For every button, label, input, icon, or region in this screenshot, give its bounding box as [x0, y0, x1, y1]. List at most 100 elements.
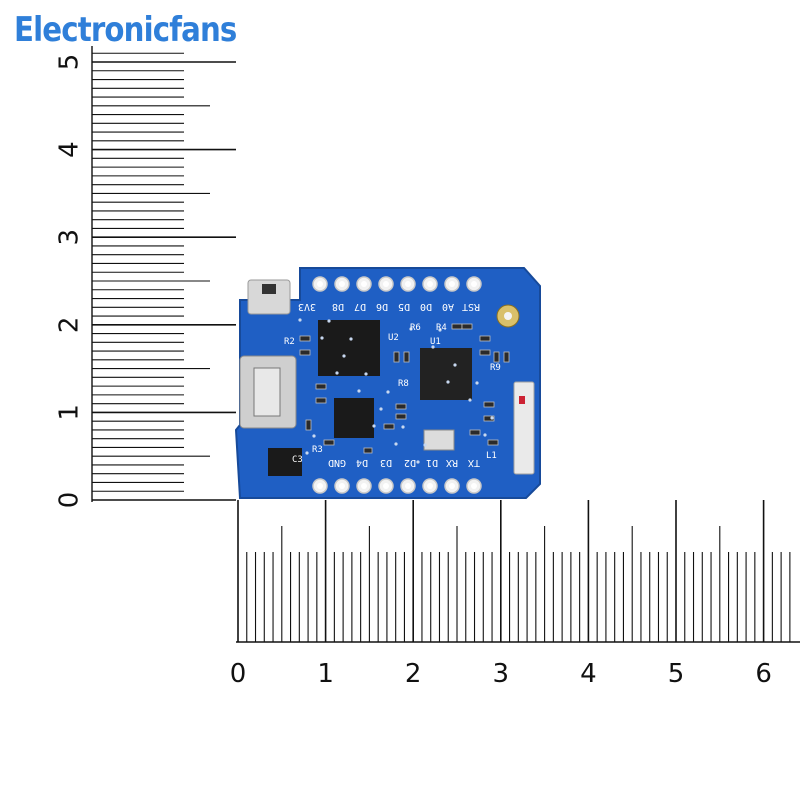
pin-label-d1: D1	[426, 457, 438, 468]
silk-u2: U2	[388, 333, 399, 343]
via	[446, 380, 450, 384]
pin-hole-center	[471, 483, 477, 489]
silk-r6: R6	[410, 323, 421, 333]
reset-button-knob	[262, 284, 276, 294]
smd-part	[393, 351, 400, 363]
via	[357, 389, 361, 393]
smd-part	[469, 429, 481, 436]
silk-l1: L1	[486, 451, 497, 461]
smd-part	[479, 335, 491, 342]
via	[438, 328, 442, 332]
via	[305, 451, 309, 455]
smd-part	[299, 335, 311, 342]
smd-part	[315, 397, 327, 404]
via	[342, 354, 346, 358]
smd-part	[299, 349, 311, 356]
via	[409, 327, 413, 331]
via	[423, 443, 427, 447]
pin-hole-center	[383, 281, 389, 287]
via	[298, 318, 302, 322]
horizontal-ruler-label: 6	[755, 659, 772, 689]
flash-chip	[318, 320, 380, 376]
pin-label-3v3: 3V3	[298, 301, 316, 312]
smd-part	[315, 383, 327, 390]
smd-part	[395, 413, 407, 420]
ceramic-antenna	[513, 381, 535, 475]
via	[335, 371, 339, 375]
smd-part	[323, 439, 335, 446]
pin-hole-center	[361, 281, 367, 287]
pin-hole-center	[449, 483, 455, 489]
horizontal-ruler-label: 2	[405, 659, 422, 689]
usb-serial-chip	[334, 398, 374, 438]
via	[379, 407, 383, 411]
pin-label-a0: A0	[442, 301, 454, 312]
via	[490, 416, 494, 420]
via	[483, 433, 487, 437]
vertical-ruler-label: 2	[55, 317, 85, 334]
smd-part	[363, 447, 373, 454]
smd-part	[395, 403, 407, 410]
esp8266-chip	[420, 348, 472, 400]
pin-label-d7: D7	[354, 301, 366, 312]
silk-r9: R9	[490, 363, 501, 373]
silk-u1: U1	[430, 337, 441, 347]
pin-hole-center	[427, 483, 433, 489]
smd-components	[298, 318, 510, 464]
pin-label-d4: D4	[356, 457, 368, 468]
silk-c3: C3	[292, 455, 303, 465]
smd-part	[451, 323, 463, 330]
smd-part	[487, 439, 499, 446]
horizontal-ruler-label: 4	[580, 659, 597, 689]
pin-label-gnd: GND	[328, 457, 346, 468]
via	[349, 337, 353, 341]
pin-hole-center	[405, 483, 411, 489]
pin-hole-center	[361, 483, 367, 489]
pin-hole-center	[405, 281, 411, 287]
silk-r8: R8	[398, 379, 409, 389]
smd-part	[483, 415, 495, 422]
brand-watermark: Electronicfans	[14, 10, 237, 50]
smd-part	[479, 349, 491, 356]
pin-label-d6: D6	[376, 301, 388, 312]
pin-label-rx: RX	[446, 457, 458, 468]
via	[312, 434, 316, 438]
silk-r3: R3	[312, 445, 323, 455]
pin-hole-center	[317, 281, 323, 287]
pin-hole-center	[427, 281, 433, 287]
bottom-pin-header-holes	[312, 478, 482, 494]
via	[416, 460, 420, 464]
via	[401, 425, 405, 429]
pin-hole-center	[339, 483, 345, 489]
wemos-d1-mini-pro-board: 3V3 D8 D7 D6 D5 D0 A0 RST GND D4 D3 D2 D…	[234, 267, 541, 499]
regulator-chip	[268, 448, 302, 476]
pin-hole-center	[471, 281, 477, 287]
pin-label-d0: D0	[420, 301, 432, 312]
pin-label-d3: D3	[380, 457, 392, 468]
via	[386, 390, 390, 394]
smd-part	[503, 351, 510, 363]
via	[475, 381, 479, 385]
horizontal-ruler-label: 5	[668, 659, 685, 689]
vertical-ruler-label: 0	[55, 492, 85, 509]
vertical-ruler-label: 4	[55, 141, 85, 158]
pin-hole-center	[449, 281, 455, 287]
via	[453, 363, 457, 367]
vertical-ruler-label: 5	[55, 54, 85, 71]
horizontal-ruler-label: 1	[317, 659, 334, 689]
pin-label-rst: RST	[462, 301, 480, 312]
antenna-mark	[519, 396, 525, 404]
via	[327, 319, 331, 323]
via	[372, 424, 376, 428]
pin-label-tx: TX	[468, 457, 480, 468]
micro-usb-opening	[253, 367, 281, 417]
pin-hole-center	[383, 483, 389, 489]
top-pin-header-holes	[312, 276, 482, 292]
ipex-connector-center	[504, 312, 512, 320]
smd-part	[493, 351, 500, 363]
horizontal-ruler-label: 3	[493, 659, 510, 689]
smd-part	[483, 401, 495, 408]
smd-part	[461, 323, 473, 330]
